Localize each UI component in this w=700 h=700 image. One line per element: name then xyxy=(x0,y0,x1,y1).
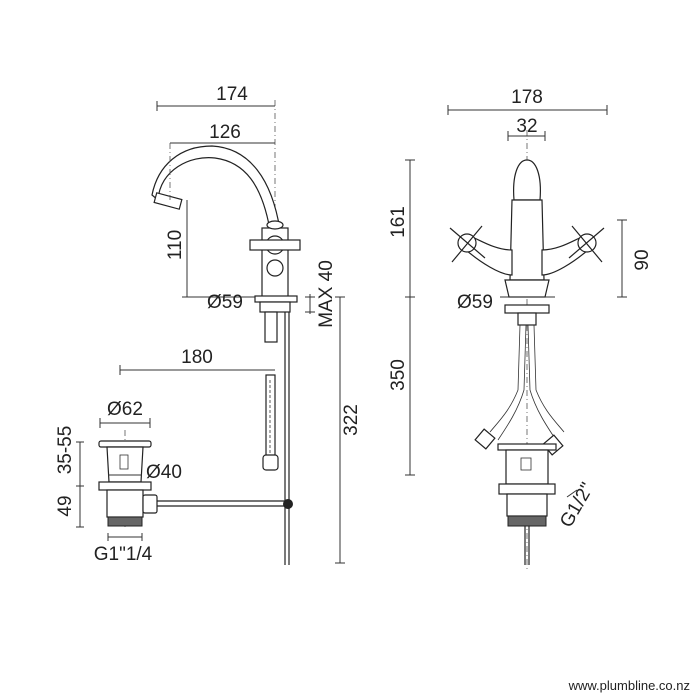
dim-161: 161 xyxy=(388,206,409,238)
dim-180: 180 xyxy=(181,347,213,368)
dim-322: 322 xyxy=(341,404,362,436)
dim-waste-thread: G1"1/4 xyxy=(94,544,153,565)
dim-110: 110 xyxy=(165,230,186,260)
side-view-dimensions: 174 126 110 Ø59 MAX 40 180 322 xyxy=(119,84,362,564)
dim-49: 49 xyxy=(55,495,76,516)
dim-178: 178 xyxy=(511,87,543,108)
dim-waste-flange: Ø62 xyxy=(107,399,143,420)
dim-front-thread: G1/2" xyxy=(556,479,598,531)
side-view-mixer xyxy=(151,100,301,565)
pop-up-waste xyxy=(98,430,293,530)
waste-dimensions: Ø62 Ø40 35-55 49 G1"1/4 xyxy=(55,399,182,565)
dim-126: 126 xyxy=(209,122,241,143)
dim-waste-body: Ø40 xyxy=(146,462,182,483)
dim-max-40: MAX 40 xyxy=(316,260,337,328)
front-view-mixer xyxy=(449,130,605,570)
dim-350: 350 xyxy=(388,359,409,391)
dim-32: 32 xyxy=(516,116,537,137)
website-url: www.plumbline.co.nz xyxy=(568,678,690,693)
dim-base-diameter: Ø59 xyxy=(207,292,243,313)
dim-35-55: 35-55 xyxy=(55,426,76,475)
dim-front-base-diameter: Ø59 xyxy=(457,292,493,313)
dim-90: 90 xyxy=(632,249,653,270)
dim-174: 174 xyxy=(216,84,248,105)
